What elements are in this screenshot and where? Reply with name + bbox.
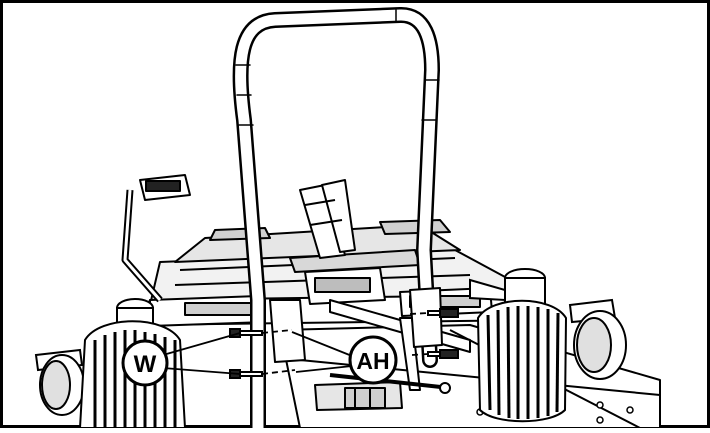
right-drive-tire [476, 299, 568, 423]
bolt-lower-right [427, 349, 459, 359]
assembly-dashed-lines [261, 312, 429, 375]
bolt-upper-right [427, 308, 459, 318]
callout-ah: AH [348, 335, 398, 385]
left-caster-wheel [34, 348, 85, 416]
bolt-upper-left [229, 328, 263, 338]
roll-bar [232, 7, 443, 433]
right-caster-wheel [568, 298, 627, 380]
callout-w-label: W [134, 351, 157, 378]
left-control-lever [121, 174, 191, 303]
callout-w: W [121, 339, 169, 387]
callout-ah-label: AH [356, 348, 389, 374]
callout-leaders [162, 331, 353, 375]
